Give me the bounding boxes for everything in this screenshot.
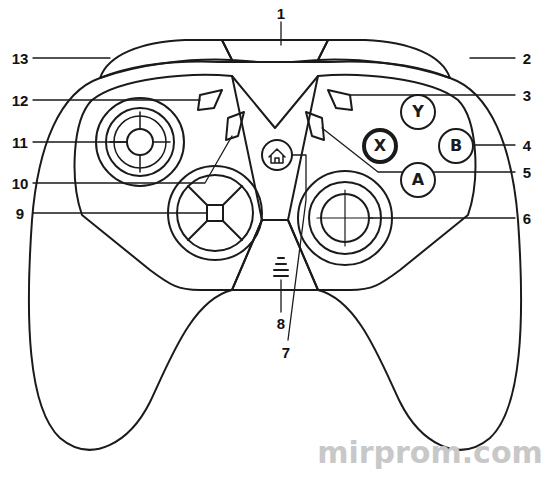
home-icon [269, 149, 285, 163]
callout-number: 6 [523, 211, 531, 226]
button-letter: B [450, 138, 462, 154]
start-button [328, 90, 352, 110]
callout-number: 12 [12, 93, 29, 108]
face-button: A [400, 162, 436, 198]
watermark: mirprom.com [317, 438, 543, 468]
button-letter: X [374, 138, 386, 154]
callout-number: 10 [12, 176, 29, 191]
callout-number: 7 [282, 345, 290, 360]
select-button [198, 90, 222, 110]
right-stick-marks [317, 190, 373, 246]
callout-number: 3 [523, 88, 531, 103]
callout-number: 13 [12, 51, 29, 66]
face-button: Y [400, 94, 436, 130]
callout-number: 1 [277, 6, 285, 21]
callout-number: 9 [16, 206, 24, 221]
button-letter: Y [412, 104, 424, 120]
button-letter: A [412, 172, 424, 188]
face-button: B [438, 128, 474, 164]
callout-number: 5 [523, 165, 531, 180]
left-stick-cap [127, 129, 153, 155]
home-button [262, 140, 292, 170]
body-outline [29, 62, 521, 450]
callout-number: 8 [277, 316, 285, 331]
callout-number: 11 [12, 135, 28, 150]
callout-number: 2 [523, 51, 531, 66]
callout-number: 4 [523, 138, 531, 153]
capture-button [306, 112, 324, 140]
center-divider [232, 76, 318, 290]
face-button: X [362, 128, 398, 164]
turbo-button [226, 112, 244, 140]
leader-lines [33, 22, 515, 340]
indicator-led [274, 258, 288, 276]
top-piece [222, 40, 328, 62]
dpad-center [207, 205, 223, 221]
